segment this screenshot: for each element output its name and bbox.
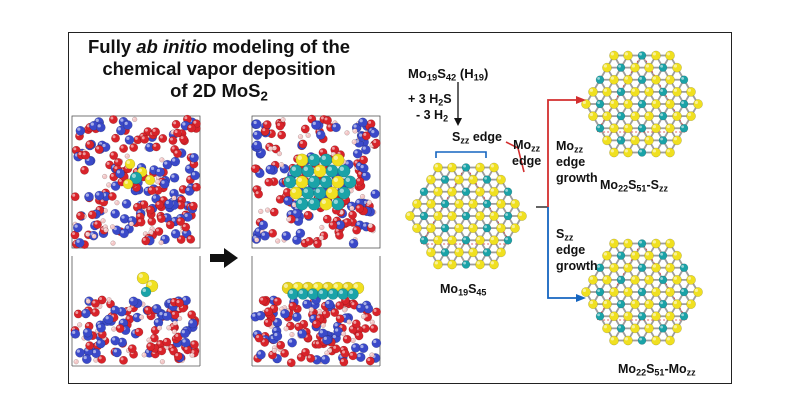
reagent-remove: - 3 H2 [416, 108, 449, 124]
product-bottom-flake [581, 287, 591, 297]
figure-frame [68, 32, 732, 384]
red-growth-arrow [547, 99, 578, 207]
reagent-add: + 3 H2S [408, 92, 452, 108]
figure-title: Fully ab initio modeling of the chemical… [87, 36, 351, 104]
center-formula: Mo19S45 [440, 282, 487, 298]
blue-growth-arrow [547, 207, 578, 299]
process-arrow [210, 248, 238, 268]
cluster-atom [124, 158, 136, 170]
product-top-formula: Mo22S51-Szz [600, 178, 668, 194]
mozz-edge-bracket [505, 141, 525, 173]
mo19s45-flake [405, 211, 415, 221]
szz-edge-bracket [435, 151, 487, 158]
reactant-formula: Mo19S42 (H19) [408, 66, 489, 83]
szz-edge-label: Szz edge [452, 130, 502, 146]
product-bottom-formula: Mo22S51-Mozz [618, 362, 696, 378]
